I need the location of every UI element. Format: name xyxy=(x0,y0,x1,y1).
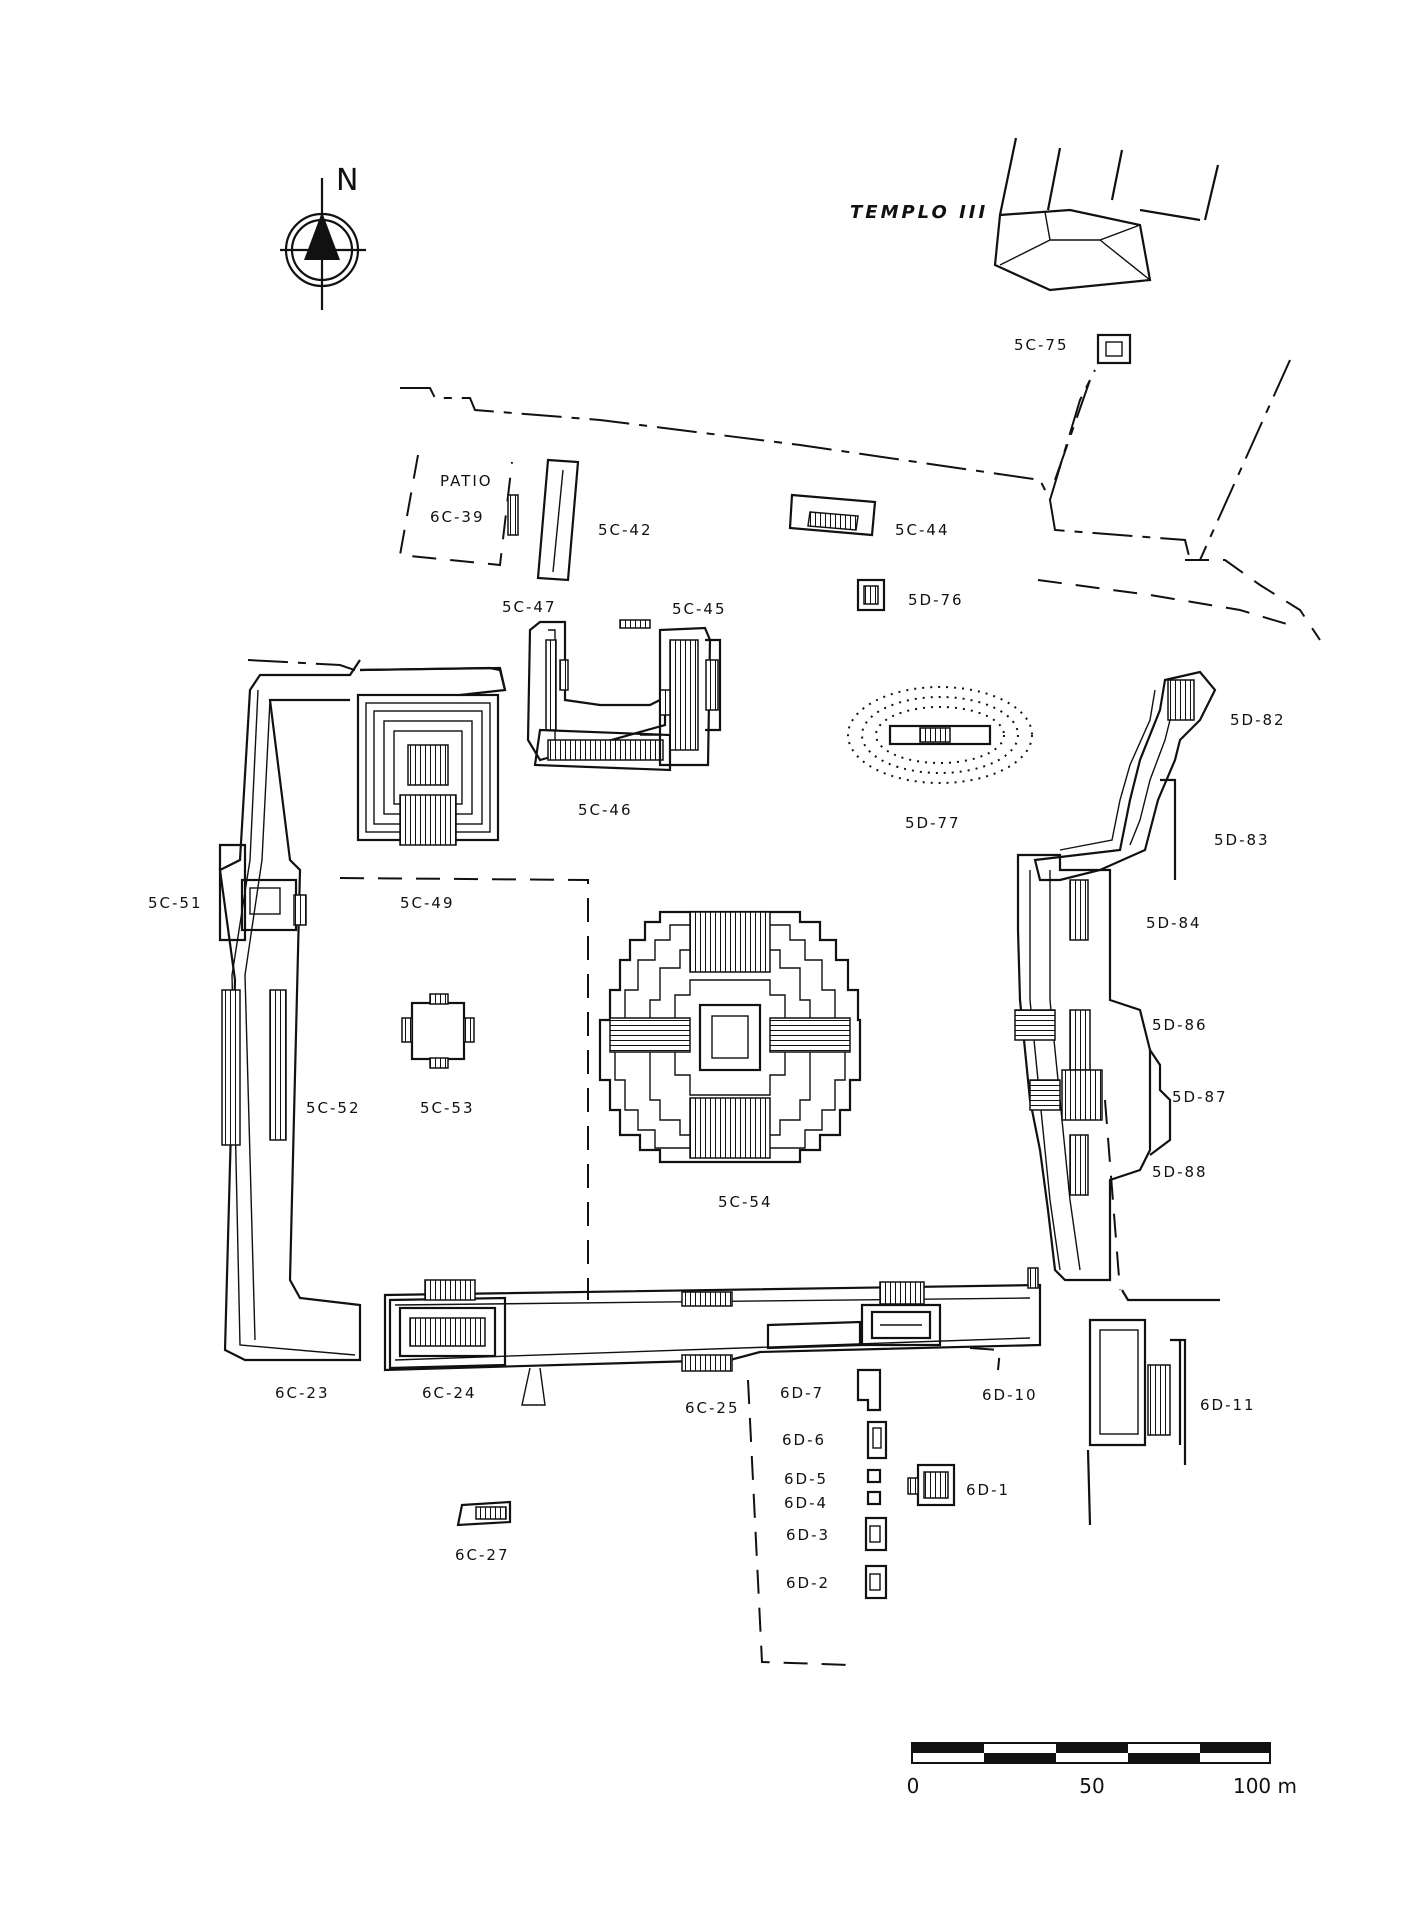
west-plaza-walls: 5C-51 5C-52 xyxy=(148,659,507,1362)
label-5c-49: 5C-49 xyxy=(400,894,455,912)
label-5c-52: 5C-52 xyxy=(306,1099,361,1117)
label-5d-82: 5D-82 xyxy=(1230,711,1286,729)
label-5d-87: 5D-87 xyxy=(1172,1088,1228,1106)
templo-label: TEMPLO III xyxy=(850,202,988,223)
label-6d-7: 6D-7 xyxy=(780,1384,824,1402)
label-5d-76: 5D-76 xyxy=(908,591,964,609)
label-5d-86: 5D-86 xyxy=(1152,1016,1208,1034)
structure-5c-54: 5C-54 xyxy=(598,910,862,1211)
scale-tick-100: 100 m xyxy=(1233,1774,1297,1798)
structure-5c-49: 5C-49 xyxy=(356,666,507,912)
label-5c-75: 5C-75 xyxy=(1014,336,1069,354)
scale-tick-50: 50 xyxy=(1079,1774,1104,1798)
label-6c-25: 6C-25 xyxy=(685,1399,740,1417)
south-platform: 6C-23 6C-24 6C-25 xyxy=(275,1267,1042,1417)
label-5c-45: 5C-45 xyxy=(672,600,727,618)
label-6d-5: 6D-5 xyxy=(784,1470,828,1488)
label-6d-6: 6D-6 xyxy=(782,1431,826,1449)
north-boundaries xyxy=(400,359,1321,641)
patio-6c-39: PATIO 6C-39 xyxy=(398,454,519,567)
patio-label: PATIO xyxy=(440,472,493,490)
label-5c-46: 5C-46 xyxy=(578,801,633,819)
scale-bar: 0 50 100 m xyxy=(907,1742,1297,1798)
structure-6c-27: 6C-27 xyxy=(455,1500,512,1564)
label-5d-88: 5D-88 xyxy=(1152,1163,1208,1181)
label-5c-47: 5C-47 xyxy=(502,598,557,616)
label-6d-2: 6D-2 xyxy=(786,1574,830,1592)
label-5c-51: 5C-51 xyxy=(148,894,203,912)
south-structures: 6D-7 6D-10 6D-11 6D-6 6D-5 6D-4 6D-1 6D-… xyxy=(747,1318,1256,1666)
label-5d-84: 5D-84 xyxy=(1146,914,1202,932)
label-6d-11: 6D-11 xyxy=(1200,1396,1256,1414)
structure-5c-42: 5C-42 xyxy=(536,458,653,582)
structure-5d-76: 5D-76 xyxy=(856,578,964,612)
structure-5c-75: 5C-75 xyxy=(1014,333,1132,365)
label-6d-10: 6D-10 xyxy=(982,1386,1038,1404)
structure-5c-46-complex: 5C-47 5C-45 5C-46 xyxy=(502,598,727,819)
label-5d-77: 5D-77 xyxy=(905,814,961,832)
north-label: N xyxy=(336,163,358,198)
label-5d-83: 5D-83 xyxy=(1214,831,1270,849)
label-6c-27: 6C-27 xyxy=(455,1546,510,1564)
label-6d-4: 6D-4 xyxy=(784,1494,828,1512)
east-complex: 5D-82 5D-83 5D-84 5D-86 5D-87 5D-88 xyxy=(1014,670,1286,1302)
label-6d-1: 6D-1 xyxy=(966,1481,1010,1499)
label-5c-44: 5C-44 xyxy=(895,521,950,539)
label-5c-53: 5C-53 xyxy=(420,1099,475,1117)
structure-5d-77: 5D-77 xyxy=(847,686,1033,832)
inner-plaza-outline xyxy=(339,877,589,1300)
structure-5c-44: 5C-44 xyxy=(788,493,950,539)
templo-iii: TEMPLO III xyxy=(850,137,1220,292)
label-6c-39: 6C-39 xyxy=(430,508,485,526)
scale-tick-0: 0 xyxy=(907,1774,920,1798)
label-6c-23: 6C-23 xyxy=(275,1384,330,1402)
structure-5c-53: 5C-53 xyxy=(401,993,475,1117)
north-arrow-icon: N xyxy=(280,163,366,310)
label-6d-3: 6D-3 xyxy=(786,1526,830,1544)
label-6c-24: 6C-24 xyxy=(422,1384,477,1402)
label-5c-54: 5C-54 xyxy=(718,1193,773,1211)
label-5c-42: 5C-42 xyxy=(598,521,653,539)
